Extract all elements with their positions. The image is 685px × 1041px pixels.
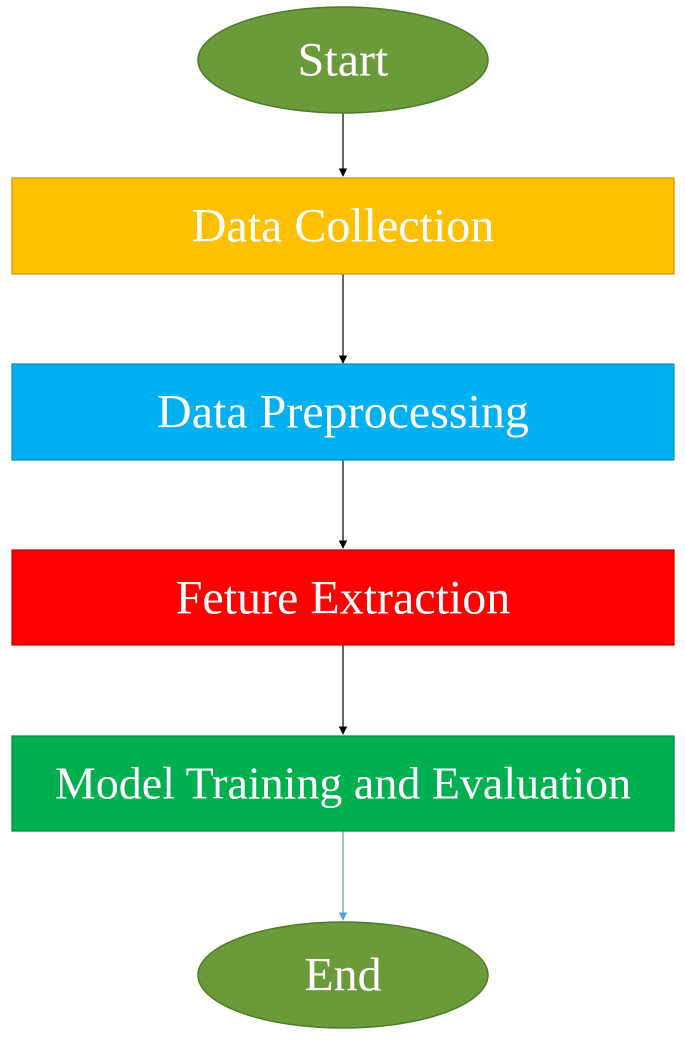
start-label: Start: [298, 34, 389, 87]
data-preprocessing-label: Data Preprocessing: [157, 386, 529, 439]
feature-extraction-node: Feture Extraction: [11, 549, 675, 646]
end-label: End: [304, 949, 381, 1002]
feature-extraction-label: Feture Extraction: [176, 572, 511, 625]
end-ellipse: [197, 921, 489, 1029]
feature-extraction-box: [11, 549, 675, 646]
data-collection-box: [11, 177, 675, 275]
data-collection-label: Data Collection: [192, 200, 495, 253]
data-preprocessing-node: Data Preprocessing: [11, 363, 675, 461]
model-training-label: Model Training and Evaluation: [55, 758, 631, 809]
model-training-node: Model Training and Evaluation: [11, 735, 675, 832]
model-training-box: [11, 735, 675, 832]
end-node: End: [197, 921, 489, 1029]
data-collection-node: Data Collection: [11, 177, 675, 275]
data-preprocessing-box: [11, 363, 675, 461]
start-node: Start: [197, 6, 489, 114]
start-ellipse: [197, 6, 489, 114]
